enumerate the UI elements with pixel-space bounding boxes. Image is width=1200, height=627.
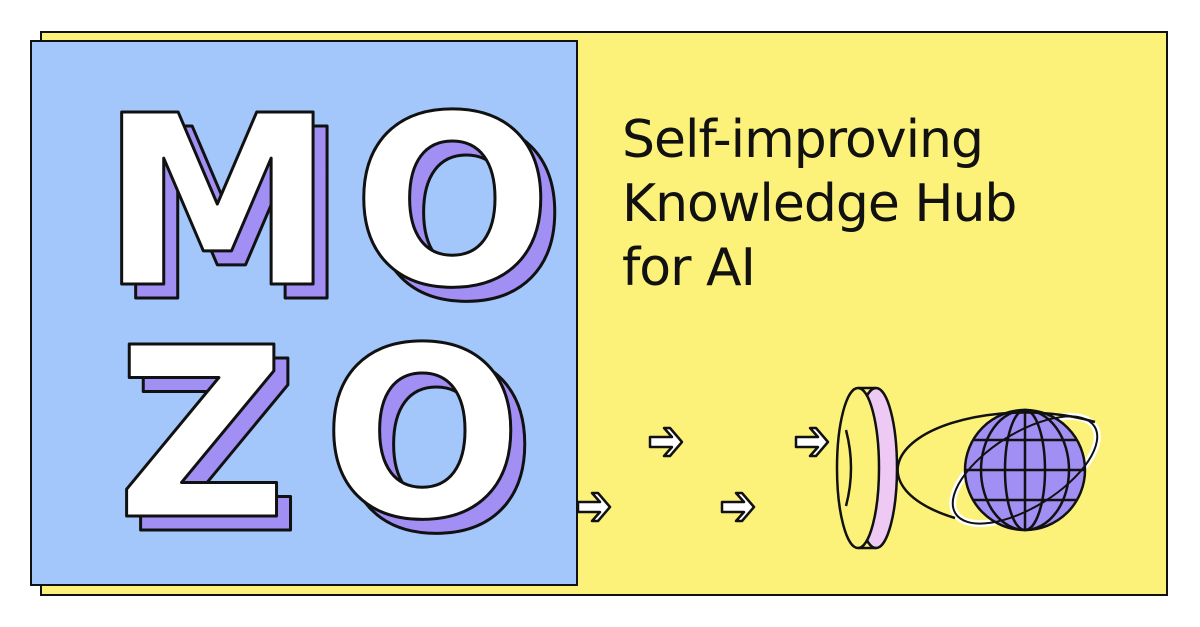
- logo-letter-z-shadow: Z: [130, 311, 301, 586]
- logo-letter-m-shadow: M: [114, 79, 349, 354]
- logo-letter-z: Z: [116, 297, 287, 572]
- headline-line-3: for AI: [622, 238, 756, 298]
- mozo-logo: M O Z O M O Z O: [99, 64, 569, 588]
- headline-line-2: Knowledge Hub: [622, 174, 1017, 234]
- logo-letter-o2: O: [322, 297, 523, 572]
- blue-panel: [30, 40, 578, 586]
- logo-letter-o: O: [352, 65, 553, 340]
- headline: Self-improving Knowledge Hub for AI: [622, 108, 1142, 300]
- logo-letter-o2-shadow: O: [336, 311, 537, 586]
- logo-letter-o-shadow: O: [366, 79, 567, 354]
- logo-letter-m: M: [100, 65, 335, 340]
- headline-line-1: Self-improving: [622, 110, 984, 170]
